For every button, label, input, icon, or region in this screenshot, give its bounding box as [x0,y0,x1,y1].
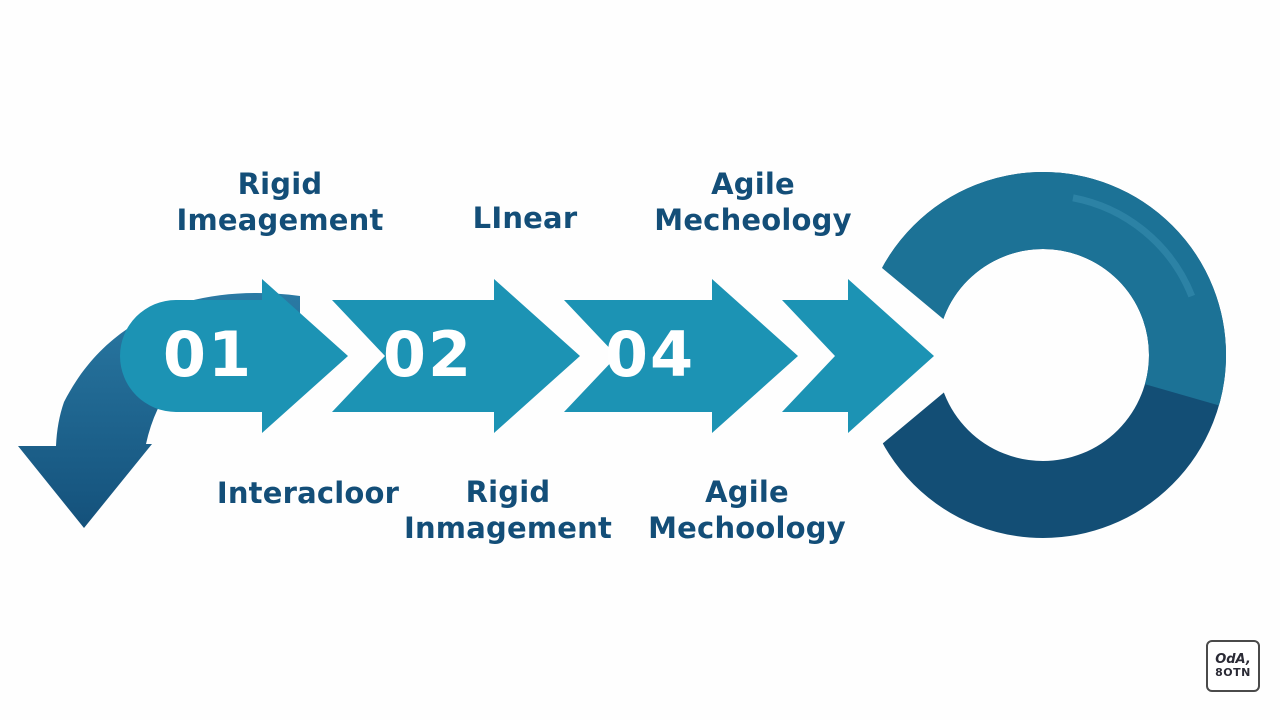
chevron-arrow-4 [782,279,934,433]
label-top-3: Agile Mecheology [654,166,851,238]
label-bottom-3: Agile Mechoology [648,474,846,546]
ring-notch-gap [825,241,988,471]
watermark-line-1: OdA, [1215,652,1251,667]
chevron-arrow-2 [332,279,580,433]
down-curved-arrow-icon [18,293,300,528]
watermark-line-2: 8OTN [1215,666,1251,679]
label-top-2: LInear [473,200,578,236]
label-top-1-line-1: Rigid [237,167,323,201]
label-top-3-line-1: Agile [711,167,795,201]
chevron-arrow-1 [120,279,348,433]
chevron-arrow-3 [564,279,798,433]
step-number-3: 04 [604,318,696,391]
label-bottom-3-line-1: Agile [705,475,789,509]
label-bottom-1: Interacloor [217,475,399,511]
label-bottom-3-line-2: Mechoology [648,511,846,545]
label-bottom-2: Rigid Inmagement [404,474,612,546]
label-bottom-2-line-2: Inmagement [403,511,613,545]
chevron-band [120,279,934,433]
label-top-1-line-2: Imeagement [176,203,384,237]
label-top-2-line-1: LInear [472,201,578,235]
watermark-badge: OdA, 8OTN [1206,640,1260,692]
label-bottom-2-line-1: Rigid [465,475,551,509]
label-top-1: Rigid Imeagement [176,166,383,238]
label-bottom-1-line-1: Interacloor [216,476,400,510]
step-number-2: 02 [382,318,474,391]
label-top-3-line-2: Mecheology [654,203,852,237]
step-number-1: 01 [162,318,254,391]
